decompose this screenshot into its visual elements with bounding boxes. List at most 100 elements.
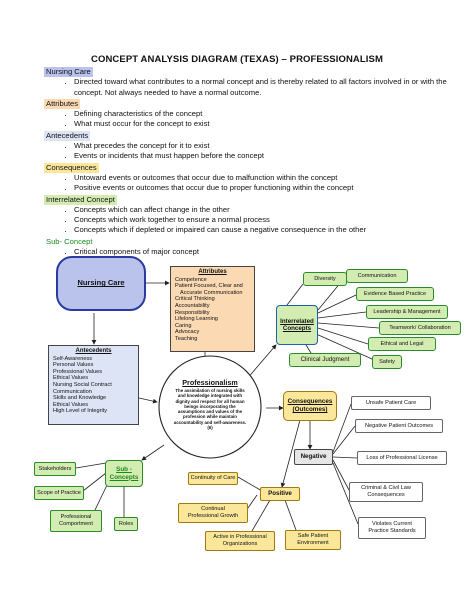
connector-inter-ethical: [317, 327, 369, 345]
legend-bullet: Concepts which work together to ensure a…: [74, 215, 454, 225]
connector-antecedents-prof: [138, 397, 158, 404]
legend-bullet: What precedes the concept for it to exis…: [74, 141, 454, 151]
interrelated-item-label: Safety: [379, 358, 395, 365]
positive-item-label: Safe Patient Environment: [297, 533, 329, 546]
connector-prof-interrelated: [245, 344, 277, 381]
negative-item-label: Violates Current Practice Standards: [368, 521, 416, 534]
legend-section-attributes: Attributes Defining characteristics of t…: [44, 98, 454, 130]
interrelated-title: Interrelated Concepts: [280, 317, 314, 333]
connector-sub-comportment: [94, 482, 109, 511]
sub-item-label: Professional Comportment: [59, 514, 93, 527]
attribute-item: Caring: [175, 322, 192, 329]
interrelated-item-diversity: Diversity: [303, 272, 347, 286]
connector-neg-criminal: [332, 459, 350, 491]
positive-item-safe-environment: Safe Patient Environment: [285, 530, 341, 550]
attribute-item: Accountability: [175, 302, 210, 309]
connector-pos-continuity: [237, 476, 263, 492]
nursing-care-label: Nursing Care: [77, 278, 125, 288]
interrelated-item-clinical-judgment: Clinical Judgment: [289, 353, 361, 367]
connector-neg-license: [332, 456, 358, 459]
attribute-item: Lifelong Learning: [175, 316, 218, 323]
interrelated-item-label: Teamwork/ Collaboration: [389, 324, 451, 331]
connector-sub-stakeholders: [75, 462, 107, 469]
attributes-title: Attributes: [198, 269, 227, 275]
legend-bullet: Directed toward what contributes to a no…: [74, 77, 454, 98]
legend-bullet: Untoward events or outcomes that occur d…: [74, 173, 454, 183]
positive-item-label: Continual Professional Growth: [187, 506, 239, 519]
negative-box: Negative: [294, 449, 333, 465]
legend-bullet: Events or incidents that must happen bef…: [74, 151, 454, 161]
connector-inter-ebp: [317, 294, 357, 314]
positive-item-label: Continuity of Care: [190, 475, 236, 482]
connector-inter-teamwork: [317, 322, 380, 329]
legend-section-consequences: Consequences Untoward events or outcomes…: [44, 162, 454, 194]
interrelated-item-leadership: Leadership & Management: [366, 305, 448, 319]
attribute-item: Advocacy: [175, 329, 200, 336]
legend-bullet: Concepts which can affect change in the …: [74, 205, 454, 215]
connector-pos-safe: [284, 499, 297, 531]
page-title: CONCEPT ANALYSIS DIAGRAM (TEXAS) – PROFE…: [91, 54, 383, 65]
sub-item-roles: Roles: [114, 517, 138, 531]
antecedent-item: Communication: [53, 388, 92, 395]
connector-neg-violates: [332, 462, 359, 525]
antecedent-item: High Level of Integrity: [53, 408, 108, 415]
negative-item-label: Negative Patient Outcomes: [364, 422, 434, 429]
connector-neg-unsafe: [332, 403, 352, 453]
connector-prof-sub: [141, 444, 165, 461]
positive-item-active: Active in Professional Organizations: [205, 531, 275, 551]
nursing-care-box: Nursing Care: [56, 256, 146, 311]
connector-sub-scope: [82, 472, 107, 492]
antecedent-item: Personal Values: [53, 362, 94, 369]
interrelated-item-communication: Communication: [346, 269, 408, 283]
interrelated-item-evidence-based-practice: Evidence Based Practice: [356, 287, 434, 301]
consequences-title: Consequences (Outcomes): [287, 398, 333, 413]
legend-section-sub-concept: Sub- Concept Critical components of majo…: [44, 236, 454, 258]
interrelated-concepts-box: Interrelated Concepts: [276, 305, 318, 345]
professionalism-definition: The assimilation of nursing skills and k…: [173, 388, 247, 431]
attribute-item: Competence: [175, 276, 207, 283]
sub-item-scope: Scope of Practice: [34, 486, 84, 500]
interrelated-item-label: Ethical and Legal: [380, 340, 424, 347]
antecedent-item: Professional Values: [53, 368, 103, 375]
legend-heading: Consequences: [44, 162, 99, 173]
legend-section-interrelated: Interrelated Concept Concepts which can …: [44, 194, 454, 236]
negative-item-negative-outcomes: Negative Patient Outcomes: [355, 419, 443, 433]
negative-item-criminal: Criminal & Civil Law Consequences: [349, 482, 423, 502]
sub-item-label: Roles: [118, 520, 134, 527]
attribute-item: Critical Thinking: [175, 296, 215, 303]
legend-heading: Attributes: [44, 98, 81, 110]
legend-bullet: Positive events or outcomes that occur d…: [74, 183, 454, 193]
connector-inter-clinical: [305, 344, 312, 354]
antecedent-item: Skills and Knowledge: [53, 395, 107, 402]
interrelated-item-label: Clinical Judgment: [300, 355, 350, 363]
interrelated-item-label: Diversity: [314, 275, 336, 282]
interrelated-item-teamwork: Teamwork/ Collaboration: [379, 321, 461, 335]
legend-bullet: Concepts which if depleted or impaired c…: [74, 225, 454, 235]
legend-section-nursing-care: Nursing Care Directed toward what contri…: [44, 66, 454, 98]
sub-item-label: Stakeholders: [38, 465, 72, 472]
positive-item-label: Active in Professional Organizations: [213, 534, 267, 547]
legend: Nursing Care Directed toward what contri…: [44, 66, 454, 257]
negative-item-label: Unsafe Patient Care: [365, 399, 417, 406]
sub-item-stakeholders: Stakeholders: [34, 462, 76, 476]
interrelated-item-label: Communication: [357, 272, 397, 279]
legend-heading: Antecedents: [44, 130, 91, 142]
sub-concepts-box: Sub -Concepts: [105, 460, 143, 487]
connector-inter-leadership: [317, 311, 367, 319]
legend-bullet: What must occur for the concept to exist: [74, 119, 454, 129]
interrelated-item-safety: Safety: [372, 355, 402, 369]
positive-label: Positive: [268, 489, 292, 497]
negative-item-violates-standards: Violates Current Practice Standards: [358, 517, 426, 539]
connector-neg-negative-outcomes: [332, 425, 356, 455]
sub-concepts-title: Sub -Concepts: [109, 465, 139, 481]
interrelated-item-label: Evidence Based Practice: [363, 290, 427, 297]
professionalism-title: Professionalism: [182, 378, 238, 387]
legend-bullet: Defining characteristics of the concept: [74, 109, 454, 119]
negative-item-unsafe-care: Unsafe Patient Care: [351, 396, 431, 410]
antecedent-item: Nursing Social Contract: [53, 381, 112, 388]
negative-item-license: Loss of Professional License: [357, 451, 447, 465]
antecedents-box: Antecedents Self-Awareness Personal Valu…: [48, 345, 139, 425]
legend-heading: Nursing Care: [44, 67, 93, 78]
connector-inter-diversity: [286, 283, 304, 306]
